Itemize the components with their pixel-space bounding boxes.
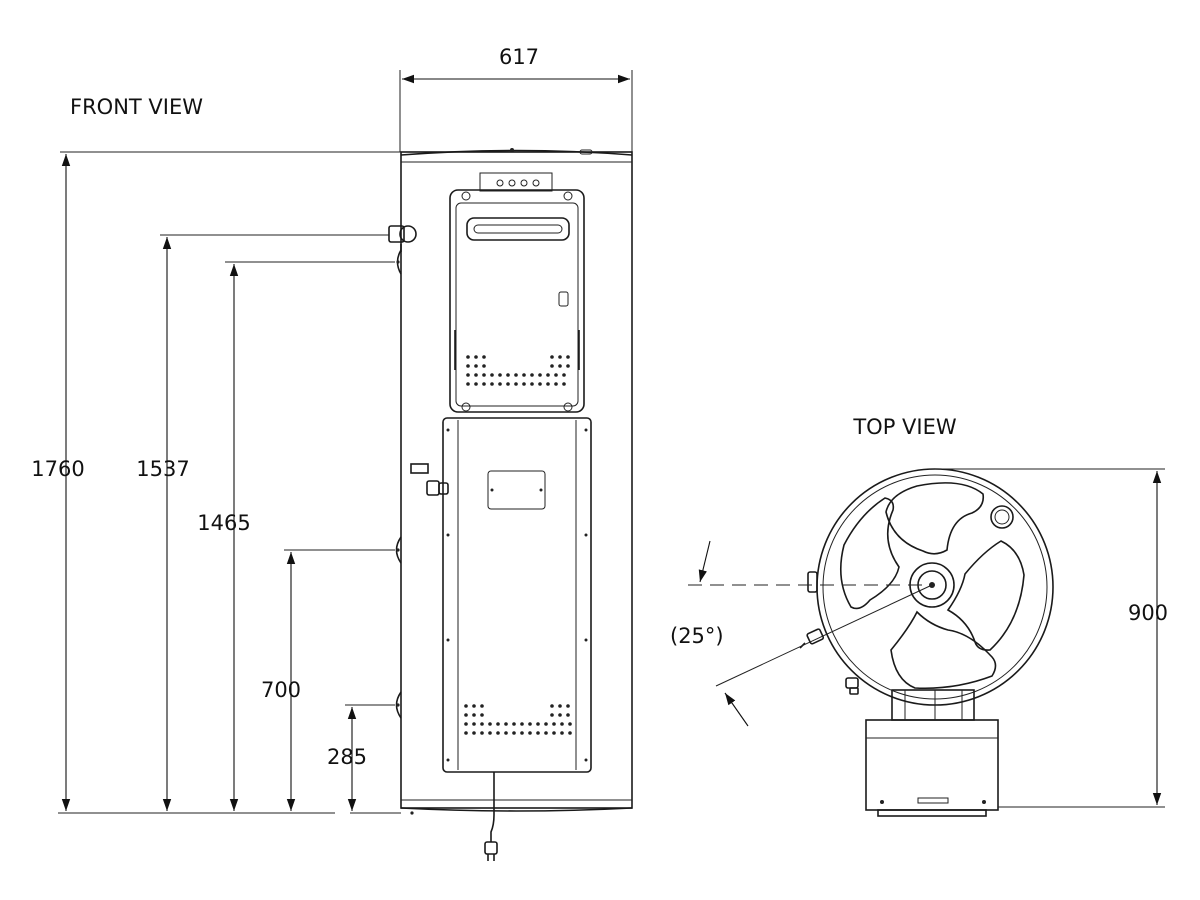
angle-annotation: (25°) bbox=[670, 540, 933, 727]
height-outlet-label: 1537 bbox=[136, 457, 189, 481]
heat-pump-unit bbox=[449, 172, 585, 413]
top-view: TOP VIEW bbox=[670, 415, 1168, 817]
width-label: 617 bbox=[499, 45, 539, 69]
upper-outlet-valve bbox=[388, 225, 417, 252]
top-view-unit-box bbox=[865, 689, 999, 817]
height-total-label: 1760 bbox=[31, 457, 84, 481]
top-view-lower-fitting bbox=[845, 677, 859, 695]
front-view-title: FRONT VIEW bbox=[70, 95, 203, 119]
height-dimensions: 1760 1537 1465 700 285 bbox=[31, 151, 401, 814]
lower-vent-holes bbox=[464, 704, 572, 735]
depth-dimension: 900 bbox=[935, 468, 1168, 808]
power-cord bbox=[484, 772, 498, 861]
top-view-side-fitting bbox=[807, 571, 818, 593]
tank-body bbox=[400, 148, 633, 812]
width-dimension: 617 bbox=[399, 45, 633, 152]
top-view-cylinder bbox=[799, 468, 1054, 706]
depth-label: 900 bbox=[1128, 601, 1168, 625]
height-lower-label: 285 bbox=[327, 745, 367, 769]
top-view-cutouts bbox=[839, 482, 1025, 690]
lower-cover-panel bbox=[442, 417, 592, 773]
side-fittings bbox=[388, 225, 449, 815]
side-inlet-fitting bbox=[426, 480, 449, 496]
top-view-title: TOP VIEW bbox=[852, 415, 957, 439]
top-view-port bbox=[990, 505, 1014, 529]
angle-label: (25°) bbox=[670, 624, 724, 648]
front-view: FRONT VIEW 617 bbox=[31, 45, 633, 861]
height-mid-label: 700 bbox=[261, 678, 301, 702]
upper-vent-holes bbox=[466, 355, 570, 386]
label-plate bbox=[410, 463, 429, 474]
height-relief-label: 1465 bbox=[197, 511, 250, 535]
